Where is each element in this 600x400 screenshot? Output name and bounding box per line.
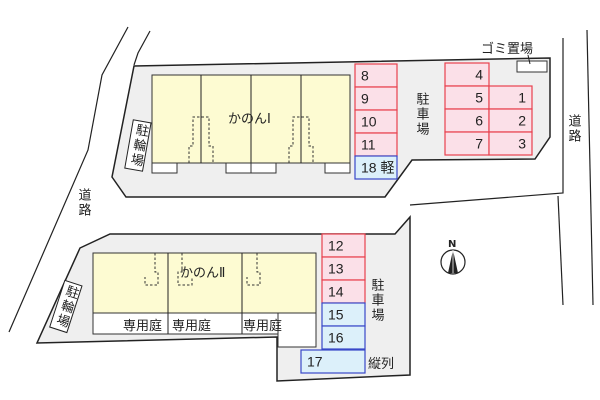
parking-space-number: 10: [361, 114, 377, 130]
parking-space-number: 18 軽: [361, 160, 394, 176]
parking-space: [321, 325, 366, 350]
north-arrow-icon: N: [440, 239, 466, 275]
tandem-label: 縦列: [368, 357, 394, 372]
parking-space-number: 11: [361, 137, 376, 153]
parking-space-number: 13: [328, 261, 344, 277]
garbage-area: [516, 60, 548, 73]
parking-space-number: 2: [518, 113, 526, 129]
parking-label-top: 駐車場: [414, 92, 430, 137]
parking-space: [300, 349, 366, 374]
parking-space-number: 3: [518, 136, 526, 152]
roads: [8, 26, 594, 333]
building-2-label: かのんⅡ: [180, 266, 225, 281]
parking-space-number: 15: [328, 307, 344, 323]
building-kanon-1: かのんⅠ: [151, 74, 351, 174]
bicycle-parking-label-top: 駐輪場: [124, 119, 152, 172]
parking-space-number: 16: [328, 330, 344, 346]
parking-space-number: 17: [307, 354, 323, 370]
parking-space-number: 9: [361, 91, 369, 107]
parking-space-number: 5: [475, 90, 483, 106]
parking-space-number: 14: [328, 284, 344, 300]
building-1-label: かのんⅠ: [228, 112, 271, 127]
parking-space-number: 4: [475, 67, 483, 83]
north-label: N: [448, 239, 456, 250]
garbage-label: ゴミ置場: [481, 41, 533, 57]
road-label-right: 道路: [566, 114, 582, 144]
garden-label: 専用庭: [243, 318, 282, 334]
parking-space: [354, 155, 398, 180]
garden-label: 専用庭: [172, 318, 211, 334]
parking-space-number: 8: [361, 68, 369, 84]
parking-space-number: 7: [475, 136, 483, 152]
parking-space-number: 1: [518, 90, 526, 106]
building-kanon-2: かのんⅡ 専用庭 専用庭 専用庭: [92, 252, 317, 348]
parking-space-number: 12: [328, 238, 344, 254]
parking-label-bottom: 駐車場: [369, 278, 385, 323]
parking-space-number: 6: [475, 113, 483, 129]
garden-label: 専用庭: [123, 318, 162, 334]
parking-space: [488, 131, 533, 156]
road-label-left: 道路: [76, 188, 92, 218]
